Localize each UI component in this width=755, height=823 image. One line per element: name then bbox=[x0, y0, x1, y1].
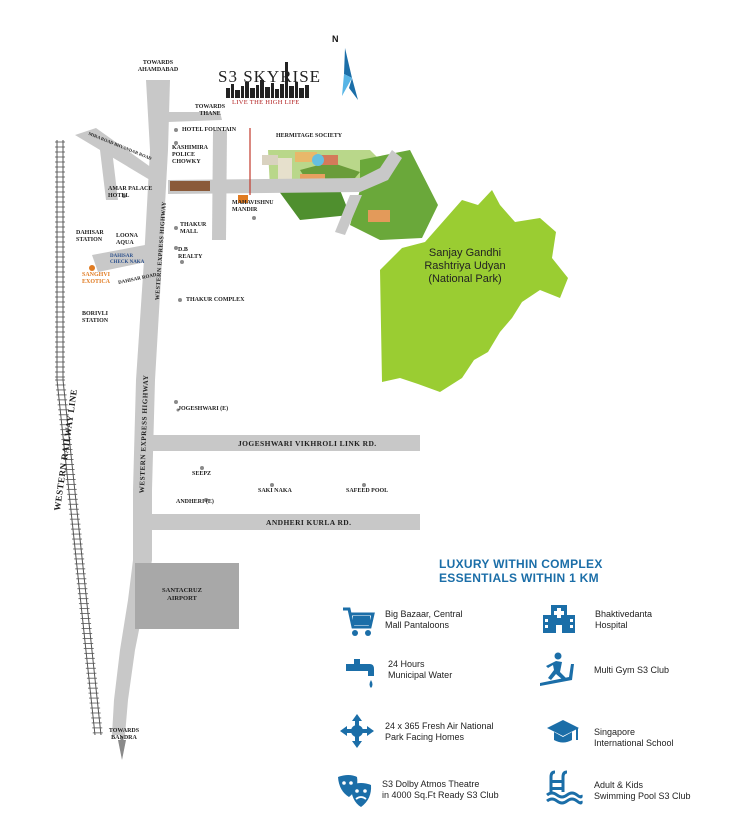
logo-name: S3 SKYRISE bbox=[218, 67, 322, 86]
amenity-cart-line1: Big Bazaar, Central bbox=[385, 609, 463, 619]
label-towards-thane: TOWARDS THANE bbox=[194, 104, 226, 117]
amenities-heading-1: LUXURY WITHIN COMPLEX bbox=[439, 557, 603, 571]
arrow-down-icon bbox=[118, 740, 126, 760]
amenity-water-line1: 24 Hours bbox=[388, 659, 425, 669]
park-label-line3: (National Park) bbox=[428, 273, 502, 285]
amenity-gym: Multi Gym S3 Club bbox=[594, 665, 669, 676]
theatre-masks-icon bbox=[338, 775, 372, 807]
amenity-hospital: Bhaktivedanta Hospital bbox=[595, 609, 652, 631]
amenity-cart-line2: Mall Pantaloons bbox=[385, 620, 450, 630]
label-dahisar-check-naka: DAHISAR CHECK NAKA bbox=[110, 254, 145, 265]
label-jvlr: JOGESHWARI VIKHROLI LINK RD. bbox=[238, 439, 377, 448]
compass-icon bbox=[342, 48, 358, 100]
compass-label: N bbox=[332, 34, 339, 44]
airport-area bbox=[135, 563, 239, 629]
location-dots bbox=[122, 128, 366, 502]
label-db-realty: D.B REALTY bbox=[178, 247, 203, 260]
label-akr: ANDHERI KURLA RD. bbox=[266, 518, 352, 527]
amenity-cart: Big Bazaar, Central Mall Pantaloons bbox=[385, 609, 463, 631]
amenity-fresh-air-line2: Park Facing Homes bbox=[385, 732, 465, 742]
amenity-theatre-line1: S3 Dolby Atmos Theatre bbox=[382, 779, 480, 789]
amenity-school: Singapore International School bbox=[594, 727, 674, 749]
hospital-icon bbox=[543, 605, 575, 633]
label-towards-ahmedabad: TOWARDS AHAMDABAD bbox=[137, 60, 179, 73]
graduation-cap-icon bbox=[547, 720, 579, 743]
label-sanghvi-exotica: SANGHVI EXOTICA bbox=[82, 272, 111, 285]
amenity-hospital-line1: Bhaktivedanta bbox=[595, 609, 653, 619]
amenity-theatre-line2: in 4000 Sq.Ft Ready S3 Club bbox=[382, 790, 499, 800]
national-park-area bbox=[380, 190, 568, 392]
label-hotel-fountain: HOTEL FOUNTAIN bbox=[182, 127, 237, 133]
water-tap-icon bbox=[346, 659, 374, 688]
amenity-theatre: S3 Dolby Atmos Theatre in 4000 Sq.Ft Rea… bbox=[382, 779, 499, 801]
swimming-pool-icon bbox=[546, 770, 583, 805]
amenity-fresh-air-line1: 24 x 365 Fresh Air National bbox=[385, 721, 494, 731]
label-hermitage-society: HERMITAGE SOCIETY bbox=[276, 133, 343, 139]
amenity-hospital-line2: Hospital bbox=[595, 620, 628, 630]
label-santacruz-airport: SANTACRUZ AIRPORT bbox=[162, 587, 202, 602]
treadmill-icon bbox=[540, 652, 574, 686]
label-seepz: SEEPZ bbox=[192, 471, 212, 477]
amenity-fresh-air: 24 x 365 Fresh Air National Park Facing … bbox=[385, 721, 494, 743]
label-saki-naka: SAKI NAKA bbox=[258, 488, 292, 494]
railway-track bbox=[55, 140, 103, 736]
label-amar-palace: AMAR PALACE HOTEL bbox=[108, 186, 153, 199]
label-safeed-pool: SAFEED POOL bbox=[346, 488, 389, 494]
park-label-line2: Rashtriya Udyan bbox=[424, 260, 506, 272]
logo-tagline: LIVE THE HIGH LIFE bbox=[232, 99, 300, 106]
label-mahavishnu-mandir: MAHAVISHNU MANDIR bbox=[232, 200, 274, 213]
park-label-line1: Sanjay Gandhi bbox=[428, 247, 502, 259]
amenity-school-line2: International School bbox=[594, 738, 674, 748]
label-towards-bandra: TOWARDS BANDRA bbox=[108, 728, 140, 741]
fresh-air-arrows-icon bbox=[340, 714, 374, 748]
label-andheri: ANDHERI (E) bbox=[176, 499, 214, 505]
amenity-water: 24 Hours Municipal Water bbox=[388, 659, 452, 681]
label-thakur-complex: THAKUR COMPLEX bbox=[186, 297, 245, 303]
amenity-pool-line2: Swimming Pool S3 Club bbox=[594, 791, 691, 801]
shopping-cart-icon bbox=[343, 607, 375, 636]
amenities-heading-2: ESSENTIALS WITHIN 1 KM bbox=[439, 571, 599, 585]
park-label: Sanjay Gandhi Rashtriya Udyan (National … bbox=[410, 247, 520, 286]
label-kashimira: KASHIMIRA POLICE CHOWKY bbox=[172, 145, 208, 165]
amenity-gym-line1: Multi Gym S3 Club bbox=[594, 665, 670, 675]
skyline-logo-icon bbox=[226, 62, 309, 98]
amenity-water-line2: Municipal Water bbox=[388, 670, 453, 680]
amenity-pool: Adult & Kids Swimming Pool S3 Club bbox=[594, 780, 691, 802]
label-borivli-station: BORIVLI STATION bbox=[82, 311, 109, 324]
label-thakur-mall: THAKUR MALL bbox=[180, 222, 207, 235]
label-loona-aqua: LOONA AQUA bbox=[116, 233, 138, 246]
label-jogeshwari: JOGESHWARI (E) bbox=[178, 406, 229, 412]
roads bbox=[75, 80, 420, 735]
amenity-pool-line1: Adult & Kids bbox=[594, 780, 644, 790]
amenity-school-line1: Singapore bbox=[594, 727, 636, 737]
label-dahisar-station: DAHISAR STATION bbox=[76, 230, 104, 243]
